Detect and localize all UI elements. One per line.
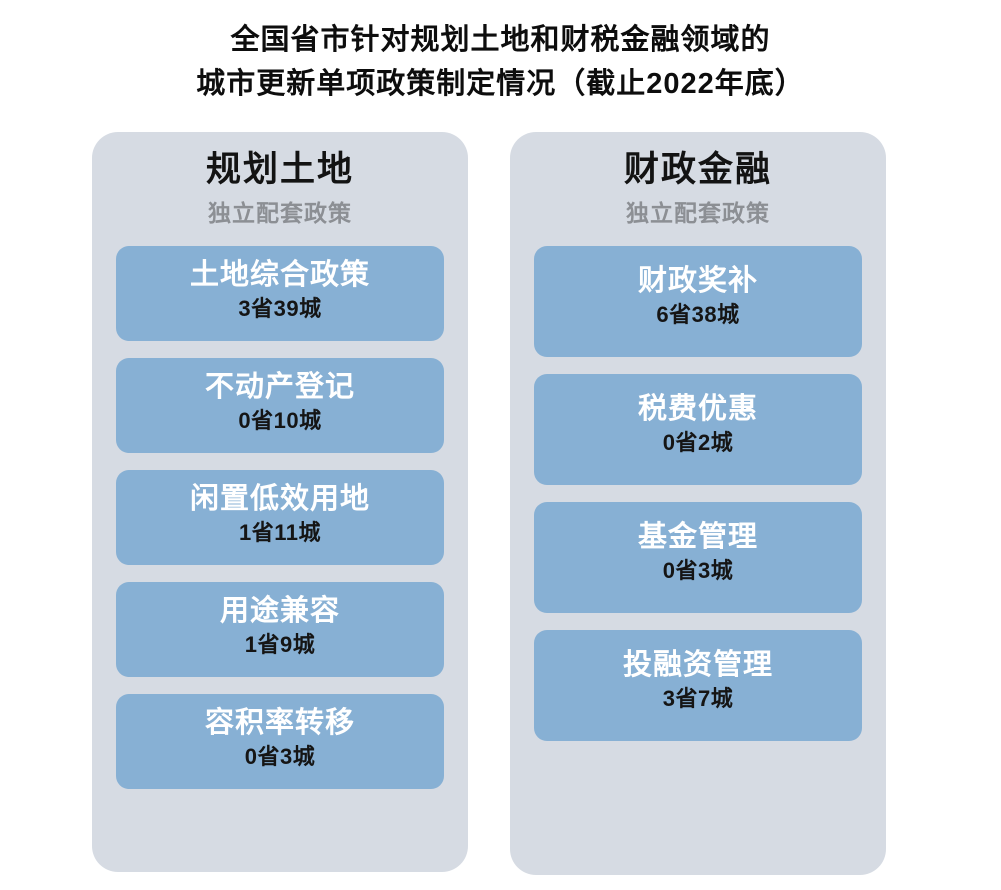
- panel-title: 财政金融: [623, 150, 772, 189]
- policy-card[interactable]: 土地综合政策 3省39城: [116, 246, 444, 341]
- policy-card-label: 税费优惠: [637, 393, 758, 425]
- panel-subtitle: 独立配套政策: [208, 200, 352, 226]
- policy-card[interactable]: 投融资管理 3省7城: [534, 630, 862, 741]
- policy-card-stat: 0省3城: [662, 558, 734, 583]
- policy-card-label: 基金管理: [637, 521, 758, 553]
- policy-card-stat: 1省9城: [244, 632, 316, 657]
- policy-card-stat: 3省39城: [238, 296, 322, 321]
- policy-card-list: 财政奖补 6省38城 税费优惠 0省2城 基金管理 0省3城 投融资管理 3省7…: [510, 246, 886, 741]
- page-title-line-1: 全国省市针对规划土地和财税金融领域的: [230, 24, 771, 56]
- policy-board: 规划土地 独立配套政策 土地综合政策 3省39城 不动产登记 0省10城 闲置低…: [0, 132, 1001, 877]
- policy-card[interactable]: 财政奖补 6省38城: [534, 246, 862, 357]
- panel-title: 规划土地: [205, 150, 354, 189]
- policy-card[interactable]: 基金管理 0省3城: [534, 502, 862, 613]
- policy-card-stat: 6省38城: [656, 302, 740, 327]
- panel-header: 规划土地 独立配套政策: [92, 132, 468, 230]
- policy-card-label: 闲置低效用地: [189, 483, 370, 515]
- policy-card-label: 不动产登记: [204, 371, 355, 403]
- page-title-line-2: 城市更新单项政策制定情况（截止2022年底）: [196, 68, 805, 100]
- policy-card-list: 土地综合政策 3省39城 不动产登记 0省10城 闲置低效用地 1省11城 用途…: [92, 246, 468, 789]
- policy-card[interactable]: 闲置低效用地 1省11城: [116, 470, 444, 565]
- policy-card-label: 容积率转移: [204, 707, 355, 739]
- panel-subtitle: 独立配套政策: [626, 200, 770, 226]
- policy-card[interactable]: 不动产登记 0省10城: [116, 358, 444, 453]
- policy-card-label: 财政奖补: [637, 265, 758, 297]
- panel-planning-land: 规划土地 独立配套政策 土地综合政策 3省39城 不动产登记 0省10城 闲置低…: [92, 132, 468, 872]
- policy-card[interactable]: 用途兼容 1省9城: [116, 582, 444, 677]
- policy-card-label: 投融资管理: [622, 649, 773, 681]
- policy-card-label: 土地综合政策: [189, 259, 370, 291]
- policy-card-label: 用途兼容: [219, 595, 340, 627]
- policy-card[interactable]: 税费优惠 0省2城: [534, 374, 862, 485]
- policy-card-stat: 0省3城: [244, 744, 316, 769]
- policy-card-stat: 1省11城: [239, 520, 321, 545]
- panel-fiscal-finance: 财政金融 独立配套政策 财政奖补 6省38城 税费优惠 0省2城 基金管理 0省…: [510, 132, 886, 875]
- policy-card-stat: 0省2城: [662, 430, 734, 455]
- policy-card-stat: 3省7城: [662, 686, 734, 711]
- panel-header: 财政金融 独立配套政策: [510, 132, 886, 230]
- policy-card-stat: 0省10城: [238, 408, 322, 433]
- page-title: 全国省市针对规划土地和财税金融领域的 城市更新单项政策制定情况（截止2022年底…: [0, 18, 1001, 106]
- policy-card[interactable]: 容积率转移 0省3城: [116, 694, 444, 789]
